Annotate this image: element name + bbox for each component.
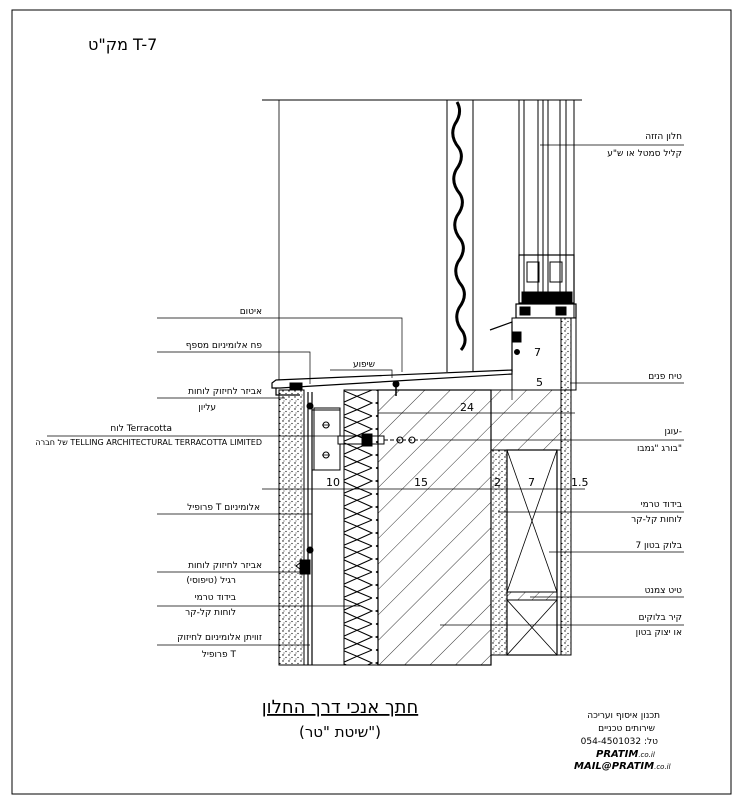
- label-aluminium-sill: פח אלומיניום מספף: [186, 341, 263, 351]
- leader-lines: [47, 144, 684, 646]
- credit-mail: MAIL@PRATIM.co.il: [574, 761, 671, 772]
- label-terracotta-2: של חברה TELLING ARCHITECTURAL TERRACOTTA…: [35, 438, 262, 447]
- dim-24: 24: [460, 401, 474, 414]
- label-window-frame-1: חלון הזזה: [645, 132, 682, 142]
- dimension-lines: [262, 345, 585, 490]
- label-bolt-2: בורג "גמבו": [637, 444, 682, 454]
- thermal-insulation: [343, 389, 379, 666]
- t-profile: [299, 392, 341, 665]
- sheet-code: מק"ט T-7: [88, 35, 157, 54]
- credit-brand: PRATIM.co.il: [596, 749, 655, 760]
- label-t-profile: פרופיל T אלומיניום: [187, 503, 260, 513]
- sliding-window-frame: [515, 100, 577, 319]
- label-insul-2: לוחות קל-קר: [185, 608, 236, 618]
- drawing-subtitle: (שיטת "טר"): [299, 723, 381, 741]
- window-curtain: [446, 100, 474, 372]
- dim-7-top: 7: [534, 346, 541, 359]
- label-anchor-1: אביזר לחיזוק לוחות: [188, 387, 262, 397]
- label-rail-1: זוויתן אלומיניום לחיזוק: [177, 633, 262, 643]
- label-thermal-2: לוחות קל-קר: [631, 515, 682, 525]
- credit-line-2: שירותים טכניים: [598, 724, 655, 734]
- dim-10: 10: [326, 476, 340, 489]
- label-rail-2: פרופיל T: [202, 650, 237, 660]
- label-clip-2: רגיל (טיפוסי): [186, 576, 236, 586]
- drawing-title: חתך אנכי דרך החלון: [262, 697, 418, 718]
- dim-5: 5: [536, 376, 543, 389]
- label-wall-1: קיר בלוקים: [639, 613, 682, 623]
- dim-1-5: 1.5: [571, 476, 589, 489]
- label-wall-2: או יצוק בטון: [636, 628, 682, 638]
- concrete-wall-upper: [490, 389, 562, 451]
- label-mortar: טיט צמנט: [645, 586, 683, 596]
- label-insul-1: בידוד טרמי: [195, 593, 236, 603]
- sheet-border: [11, 9, 732, 795]
- terracotta-panel: [278, 389, 305, 666]
- sill-assembly: [489, 317, 577, 391]
- interior-plaster: [560, 317, 572, 656]
- label-sealant: איטום: [240, 307, 262, 317]
- label-terracotta-1: לוח Terracotta: [110, 424, 172, 434]
- label-clip-1: אביזר לחיזוק לוחות: [188, 561, 262, 571]
- label-block: בלוק בטון 7: [635, 541, 682, 551]
- label-window-frame-2: קליל סמטל או ש"ע: [607, 149, 682, 159]
- label-interior-plaster: טיח פנים: [648, 372, 682, 382]
- dim-15: 15: [414, 476, 428, 489]
- dim-7: 7: [528, 476, 535, 489]
- credit-phone: טל: 054-4501032: [581, 737, 659, 747]
- credit-line-1: תכנון איסוף ועריכה: [587, 711, 660, 721]
- label-anchor-2: עליון: [198, 403, 216, 413]
- label-thermal-1: בידוד טרמי: [641, 500, 682, 510]
- label-slope: שיפוע: [353, 360, 375, 370]
- label-bolt-1: עוגן-: [665, 427, 683, 437]
- dim-2: 2: [494, 476, 501, 489]
- concrete-wall: [377, 389, 492, 666]
